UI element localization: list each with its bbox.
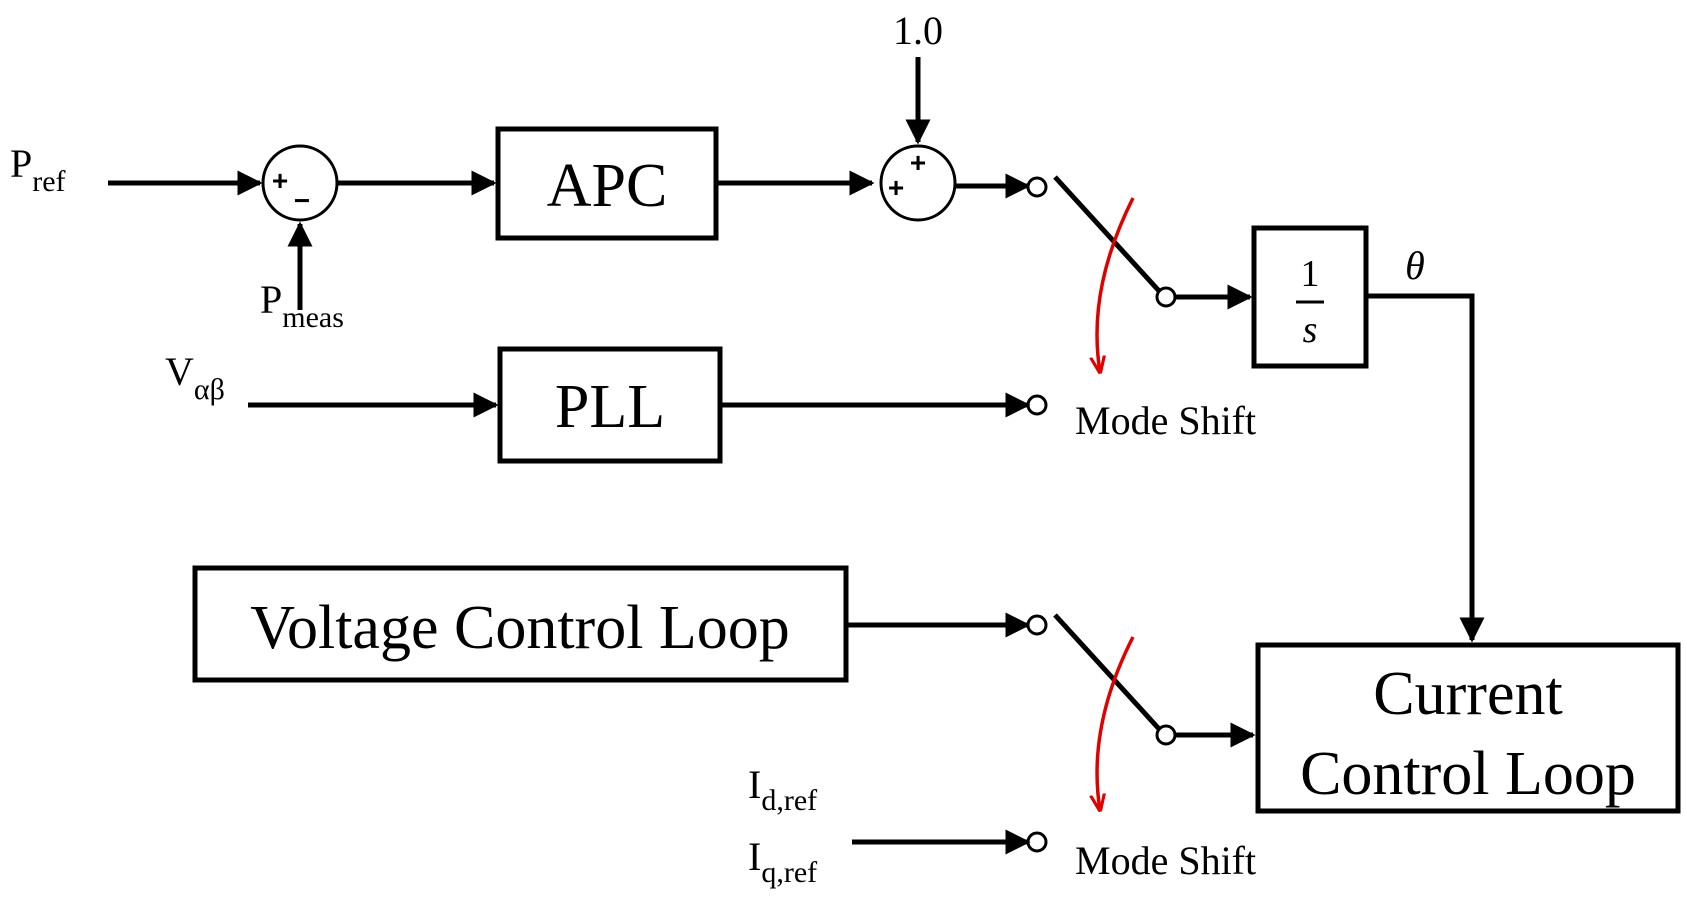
- lower-switch-contact-voltage: [1026, 614, 1048, 636]
- summing-junction-frequency: [879, 144, 957, 222]
- current-loop-label-line1: Current: [1373, 660, 1562, 728]
- integrator-denominator: s: [1303, 309, 1318, 351]
- upper-switch-contact-apc: [1026, 176, 1048, 198]
- lower-mode-shift-arrow: [1097, 636, 1135, 810]
- sum1-plus-sign: +: [272, 165, 288, 196]
- theta-to-current-loop-arrow: [1366, 293, 1485, 643]
- voltage-control-loop-block: [192, 565, 849, 683]
- theta-label: θ: [1405, 243, 1425, 288]
- id-ref-label: Id,ref: [748, 762, 817, 817]
- sum1-minus-sign: −: [294, 185, 310, 216]
- current-control-loop-block: [1255, 642, 1681, 814]
- p-ref-label: Pref: [10, 141, 66, 198]
- pll-block: [497, 346, 723, 464]
- iq-ref-label: Iq,ref: [748, 834, 817, 889]
- sum2-plus-top-sign: +: [910, 147, 926, 178]
- voltage-control-loop-label: Voltage Control Loop: [250, 594, 790, 662]
- apc-block: [495, 126, 719, 241]
- upper-switch-blade: [1053, 175, 1162, 294]
- upper-switch-contact-pll: [1026, 394, 1048, 416]
- sum2-plus-left-sign: +: [888, 172, 904, 203]
- constant-input-label: 1.0: [893, 8, 943, 53]
- integrator-block: [1251, 225, 1369, 369]
- lower-switch-pivot: [1155, 724, 1177, 746]
- lower-mode-shift-label: Mode Shift: [1075, 838, 1256, 883]
- p-meas-label: Pmeas: [260, 277, 344, 334]
- v-alphabeta-label: Vαβ: [165, 349, 225, 406]
- pll-label: PLL: [555, 373, 665, 441]
- lower-switch-blade: [1053, 613, 1162, 732]
- upper-switch-pivot: [1155, 286, 1177, 308]
- current-loop-label-line2: Control Loop: [1300, 740, 1636, 808]
- lower-switch-contact-current-ref: [1026, 831, 1048, 853]
- upper-mode-shift-arrow: [1097, 197, 1135, 372]
- apc-label: APC: [547, 152, 668, 220]
- upper-mode-shift-label: Mode Shift: [1075, 398, 1256, 443]
- integrator-numerator: 1: [1301, 253, 1320, 295]
